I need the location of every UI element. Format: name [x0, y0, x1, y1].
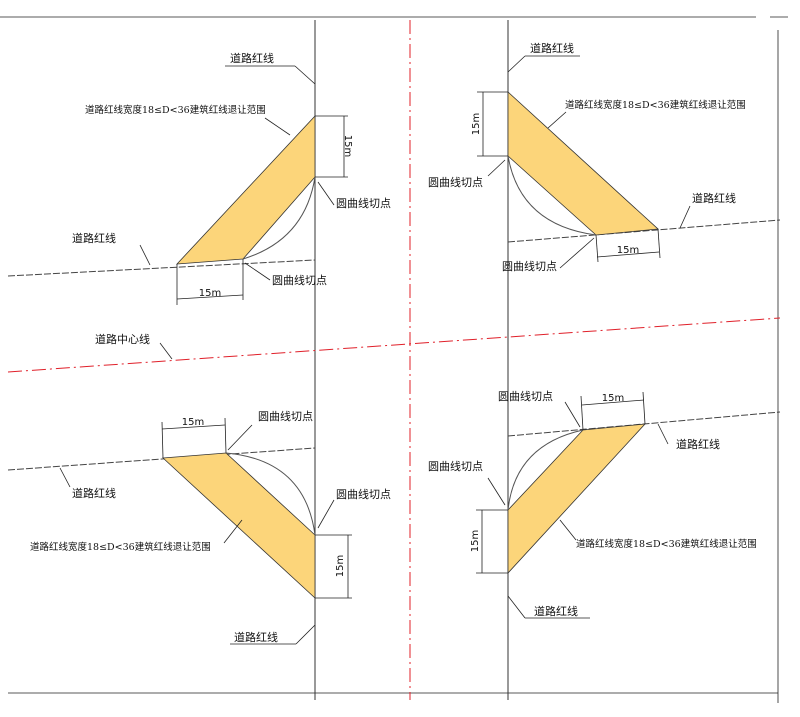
- label-setback-range-bottom-right: 道路红线宽度18≤D<36建筑红线退让范围: [576, 538, 757, 550]
- label-tangent-top-right-1: 圆曲线切点: [428, 175, 483, 189]
- corner-bottom-right: 15m 15m 圆曲线切点 圆曲线切点 道路红线 道路红线宽度18≤D<36建筑…: [428, 389, 757, 619]
- leader-bottom-right-redline1: [657, 423, 669, 445]
- label-tangent-bottom-right-2: 圆曲线切点: [428, 459, 483, 473]
- leader-top-right-tangent2: [559, 237, 595, 269]
- dim-line-top-left-h: [176, 294, 244, 300]
- dim-ext-bottom-left-h2: [224, 417, 227, 454]
- dim-label-top-left-h: 15m: [199, 288, 221, 299]
- label-tangent-top-right-2: 圆曲线切点: [502, 259, 557, 273]
- corner-top-left: 15m 15m 道路红线 道路红线宽度18≤D<36建筑红线退让范围 圆曲线切点…: [72, 51, 391, 305]
- corner-top-right: 15m 15m 道路红线 道路红线宽度18≤D<36建筑红线退让范围 圆曲线切点…: [428, 41, 746, 273]
- dim-label-bottom-left-h: 15m: [182, 417, 204, 428]
- leader-top-left-range: [264, 117, 291, 136]
- leader-bottom-left-redline1: [59, 467, 71, 488]
- dim-label-top-left-v: 15m: [342, 135, 353, 157]
- dim-label-top-right-v: 15m: [471, 113, 482, 135]
- leader-bottom-left-tangent2: [317, 499, 335, 529]
- tangent-arc-top-right: [507, 155, 597, 236]
- dim-ext-bottom-right-h1: [580, 395, 584, 431]
- leader-top-left-tangent1: [317, 181, 335, 206]
- label-tangent-top-left-1: 圆曲线切点: [336, 196, 391, 210]
- label-tangent-bottom-right-1: 圆曲线切点: [498, 389, 553, 403]
- road-center-line-horizontal: [7, 317, 781, 373]
- setback-zone-bottom-right: [507, 423, 647, 575]
- leader-bottom-left-range: [223, 519, 243, 544]
- road-red-line-north-right: [507, 219, 781, 243]
- label-road-red-line-br1: 道路红线: [676, 437, 720, 451]
- label-tangent-bottom-left-1: 圆曲线切点: [258, 409, 313, 423]
- dim-ext-bottom-right-h2: [642, 391, 646, 425]
- label-tangent-bottom-left-2: 圆曲线切点: [336, 487, 391, 501]
- tangent-arc-top-left: [242, 176, 316, 260]
- leader-top-left-redline: [294, 65, 316, 85]
- leader-bottom-right-redline2: [507, 595, 526, 619]
- label-road-red-line-tr2: 道路红线: [692, 191, 736, 205]
- dim-line-bottom-left-h: [161, 424, 226, 430]
- leader-top-right-redline2: [679, 205, 691, 229]
- leader-bottom-right-tangent1: [564, 401, 581, 428]
- road-red-line-north-left: [7, 259, 316, 277]
- leader-bottom-right-range: [559, 519, 577, 541]
- dim-ext-top-right-h2: [657, 228, 661, 259]
- leader-bottom-left-redline2: [295, 624, 316, 645]
- label-road-red-line-tl2: 道路红线: [72, 231, 116, 245]
- leader-top-right-redline: [507, 55, 526, 73]
- dim-label-bottom-left-v: 15m: [335, 555, 346, 577]
- leader-top-left-redline2: [139, 244, 151, 266]
- road-red-line-south-left: [7, 447, 316, 471]
- label-road-red-line-tr1: 道路红线: [530, 41, 574, 55]
- leader-top-right-tangent1: [487, 159, 506, 177]
- dim-line-top-right-h: [596, 251, 660, 258]
- setback-zone-top-left: [176, 114, 316, 265]
- leader-center-line: [159, 342, 173, 360]
- setback-zone-top-right: [507, 91, 659, 236]
- dim-label-bottom-right-h: 15m: [602, 393, 624, 404]
- label-road-red-line-tl1: 道路红线: [230, 51, 274, 65]
- label-setback-range-top-left: 道路红线宽度18≤D<36建筑红线退让范围: [85, 104, 266, 116]
- label-road-red-line-bl1: 道路红线: [72, 486, 116, 500]
- leader-bottom-left-tangent1: [227, 424, 253, 451]
- tangent-arc-bottom-left: [225, 452, 316, 536]
- dim-label-bottom-right-v: 15m: [470, 530, 481, 552]
- leader-bottom-right-tangent2: [487, 477, 506, 506]
- label-setback-range-top-right: 道路红线宽度18≤D<36建筑红线退让范围: [565, 99, 746, 111]
- label-road-red-line-br2: 道路红线: [534, 604, 578, 618]
- label-road-center-line: 道路中心线: [95, 332, 150, 346]
- leader-top-left-tangent2: [244, 262, 271, 281]
- label-setback-range-bottom-left: 道路红线宽度18≤D<36建筑红线退让范围: [30, 541, 211, 553]
- dim-line-bottom-right-h: [581, 399, 645, 406]
- tangent-arc-bottom-right: [507, 429, 584, 511]
- label-road-red-line-bl2: 道路红线: [234, 630, 278, 644]
- dim-label-top-right-h: 15m: [617, 245, 639, 256]
- setback-zone-bottom-left: [162, 452, 316, 599]
- leader-top-right-range: [547, 111, 567, 129]
- dim-ext-bottom-left-h1: [161, 421, 164, 459]
- corner-bottom-left: 15m 15m 圆曲线切点 圆曲线切点 道路红线 道路红线宽度18≤D<36建筑…: [30, 409, 391, 645]
- label-tangent-top-left-2: 圆曲线切点: [272, 273, 327, 287]
- dim-ext-top-right-h1: [595, 234, 599, 263]
